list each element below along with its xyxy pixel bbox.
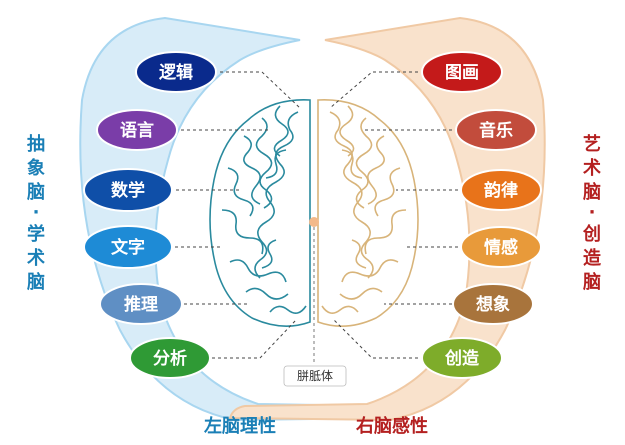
left-item-4: 推理 [99, 283, 183, 325]
left-item-0: 逻辑 [135, 51, 217, 93]
pill-label: 逻辑 [159, 62, 193, 83]
side-title-char: 学 [27, 223, 45, 245]
side-title-char: · [33, 202, 40, 223]
right-item-0: 图画 [421, 51, 503, 93]
pill-label: 韵律 [484, 180, 518, 201]
side-title-char: 脑 [27, 181, 45, 203]
pill-label: 创造 [444, 348, 480, 369]
side-title-char: 术 [583, 157, 601, 179]
pill-background [421, 337, 503, 379]
pill-label: 情感 [484, 237, 518, 258]
pill-label: 想象 [476, 294, 510, 315]
side-title-char: 术 [27, 247, 45, 269]
left-footer: 左脑理性 [204, 415, 276, 437]
left-item-5: 分析 [129, 337, 211, 379]
pill-label: 推理 [124, 294, 158, 315]
pill-label: 文字 [111, 237, 145, 258]
pill-background [135, 51, 217, 93]
side-title-char: 造 [583, 247, 601, 269]
pill-label: 音乐 [479, 120, 513, 141]
pill-background [99, 283, 183, 325]
side-title-char: 抽 [27, 133, 45, 155]
corpus-callosum-box [283, 365, 347, 387]
pill-background [96, 109, 178, 151]
pill-label: 语言 [120, 120, 154, 141]
pill-background [455, 109, 537, 151]
right-footer: 右脑感性 [356, 415, 428, 437]
side-title-char: 脑 [583, 271, 601, 293]
side-title-char: 创 [582, 223, 601, 245]
pill-label: 分析 [153, 348, 187, 369]
corpus-callosum-dot [309, 217, 319, 227]
side-title-char: 脑 [583, 181, 601, 203]
left-item-2: 数学 [83, 168, 173, 212]
corpus-callosum-text: 胼胝体 [297, 368, 333, 383]
pill-background [421, 51, 503, 93]
pill-background [460, 226, 542, 268]
corpus-callosum-label: 胼胝体 [283, 365, 347, 387]
pill-background [83, 225, 173, 269]
right-item-5: 创造 [421, 337, 503, 379]
left-item-3: 文字 [83, 225, 173, 269]
side-title-char: 脑 [27, 271, 45, 293]
right-item-2: 韵律 [460, 169, 542, 211]
right-hemisphere [317, 99, 419, 327]
left-connectors [175, 71, 301, 359]
pill-label: 数学 [111, 180, 145, 201]
side-title-char: 艺 [583, 133, 601, 155]
right-item-1: 音乐 [455, 109, 537, 151]
pill-label: 图画 [445, 63, 479, 83]
pill-background [83, 168, 173, 212]
pill-background [129, 337, 211, 379]
pill-background [460, 169, 542, 211]
right-side-title: 艺 术 脑 · 创 造 脑 [582, 133, 601, 293]
left-item-1: 语言 [96, 109, 178, 151]
right-item-3: 情感 [460, 226, 542, 268]
side-title-char: 象 [27, 157, 45, 179]
pill-background [452, 283, 534, 325]
side-title-char: · [589, 202, 596, 223]
left-hemisphere [209, 99, 311, 327]
right-connectors [329, 71, 458, 359]
right-item-4: 想象 [452, 283, 534, 325]
left-side-title: 抽 象 脑 · 学 术 脑 [27, 133, 45, 293]
